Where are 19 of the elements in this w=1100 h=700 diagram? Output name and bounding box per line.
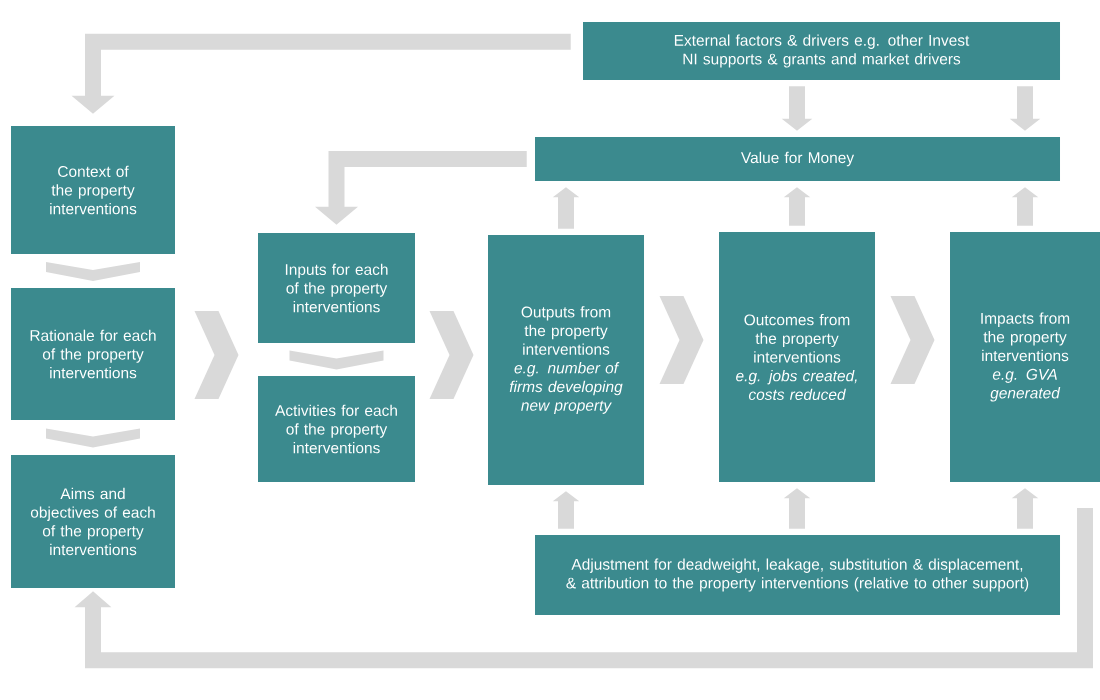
chevron-arrow xyxy=(429,311,474,399)
text-box: Outputs from the property interventions e.g. number of firms developing new property xyxy=(488,235,644,485)
text-box: Aims and objectives of each of the property interventions xyxy=(11,455,175,588)
chevron-arrow xyxy=(890,296,935,384)
chevron-arrow xyxy=(194,311,239,399)
text-box: Adjustment for deadweight, leakage, substitution & displacement, & attribution to the property interventions (relative to other support) xyxy=(535,535,1060,615)
text-box: External factors & drivers e.g. other Invest NI supports & grants and market drivers xyxy=(583,22,1060,80)
text-box: Inputs for each of the property interventions xyxy=(258,233,415,343)
text-box: Impacts from the property interventions e.g. GVA generated xyxy=(950,232,1100,482)
arrow xyxy=(74,507,1093,669)
chevron-arrow xyxy=(46,262,140,281)
text-box: Rationale for each of the property interventions xyxy=(11,288,175,420)
chevron-arrow xyxy=(659,296,704,384)
chevron-arrow xyxy=(289,350,384,370)
text-box: Outcomes from the property interventions e.g. jobs created, costs reduced xyxy=(719,232,875,482)
text-box: Context of the property interventions xyxy=(11,126,175,254)
text-box: Activities for each of the property interventions xyxy=(258,376,415,482)
text-box: Value for Money xyxy=(535,137,1060,181)
chevron-arrow xyxy=(46,428,140,448)
